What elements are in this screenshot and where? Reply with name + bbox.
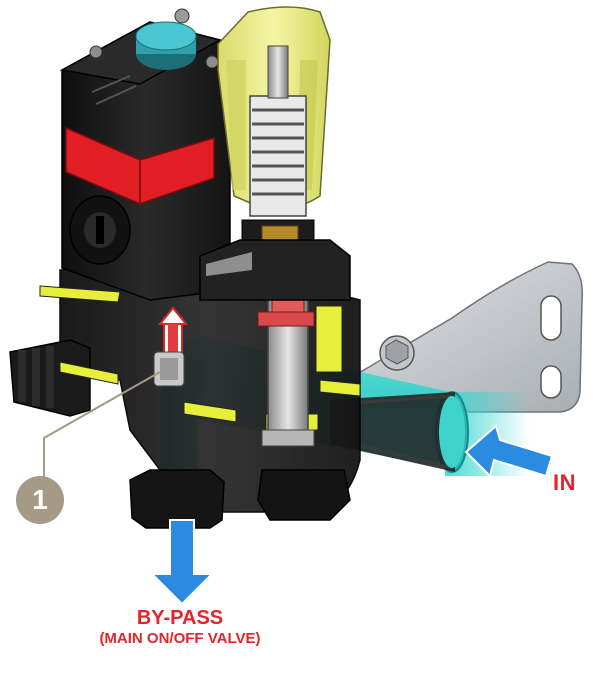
bypass-title: BY-PASS bbox=[136, 607, 224, 629]
needle-valve-fitting bbox=[153, 351, 185, 387]
regulator-cap bbox=[199, 6, 351, 301]
electric-actuator bbox=[59, 8, 231, 301]
bypass-subtitle: (MAIN ON/OFF VALVE) bbox=[99, 630, 261, 647]
callout-circle bbox=[16, 476, 64, 524]
valve-shaft bbox=[257, 289, 315, 447]
inlet-arrow-icon bbox=[464, 424, 554, 478]
bypass-label: BY-PASS (MAIN ON/OFF VALVE) bbox=[80, 606, 280, 648]
mounting-bracket bbox=[327, 261, 584, 413]
callout-number: 1 bbox=[32, 484, 48, 515]
bypass-down-arrow-icon bbox=[149, 519, 215, 606]
inlet-label: IN bbox=[553, 470, 576, 495]
callout-leader-line bbox=[43, 371, 161, 478]
manual-button-icon bbox=[135, 21, 197, 70]
